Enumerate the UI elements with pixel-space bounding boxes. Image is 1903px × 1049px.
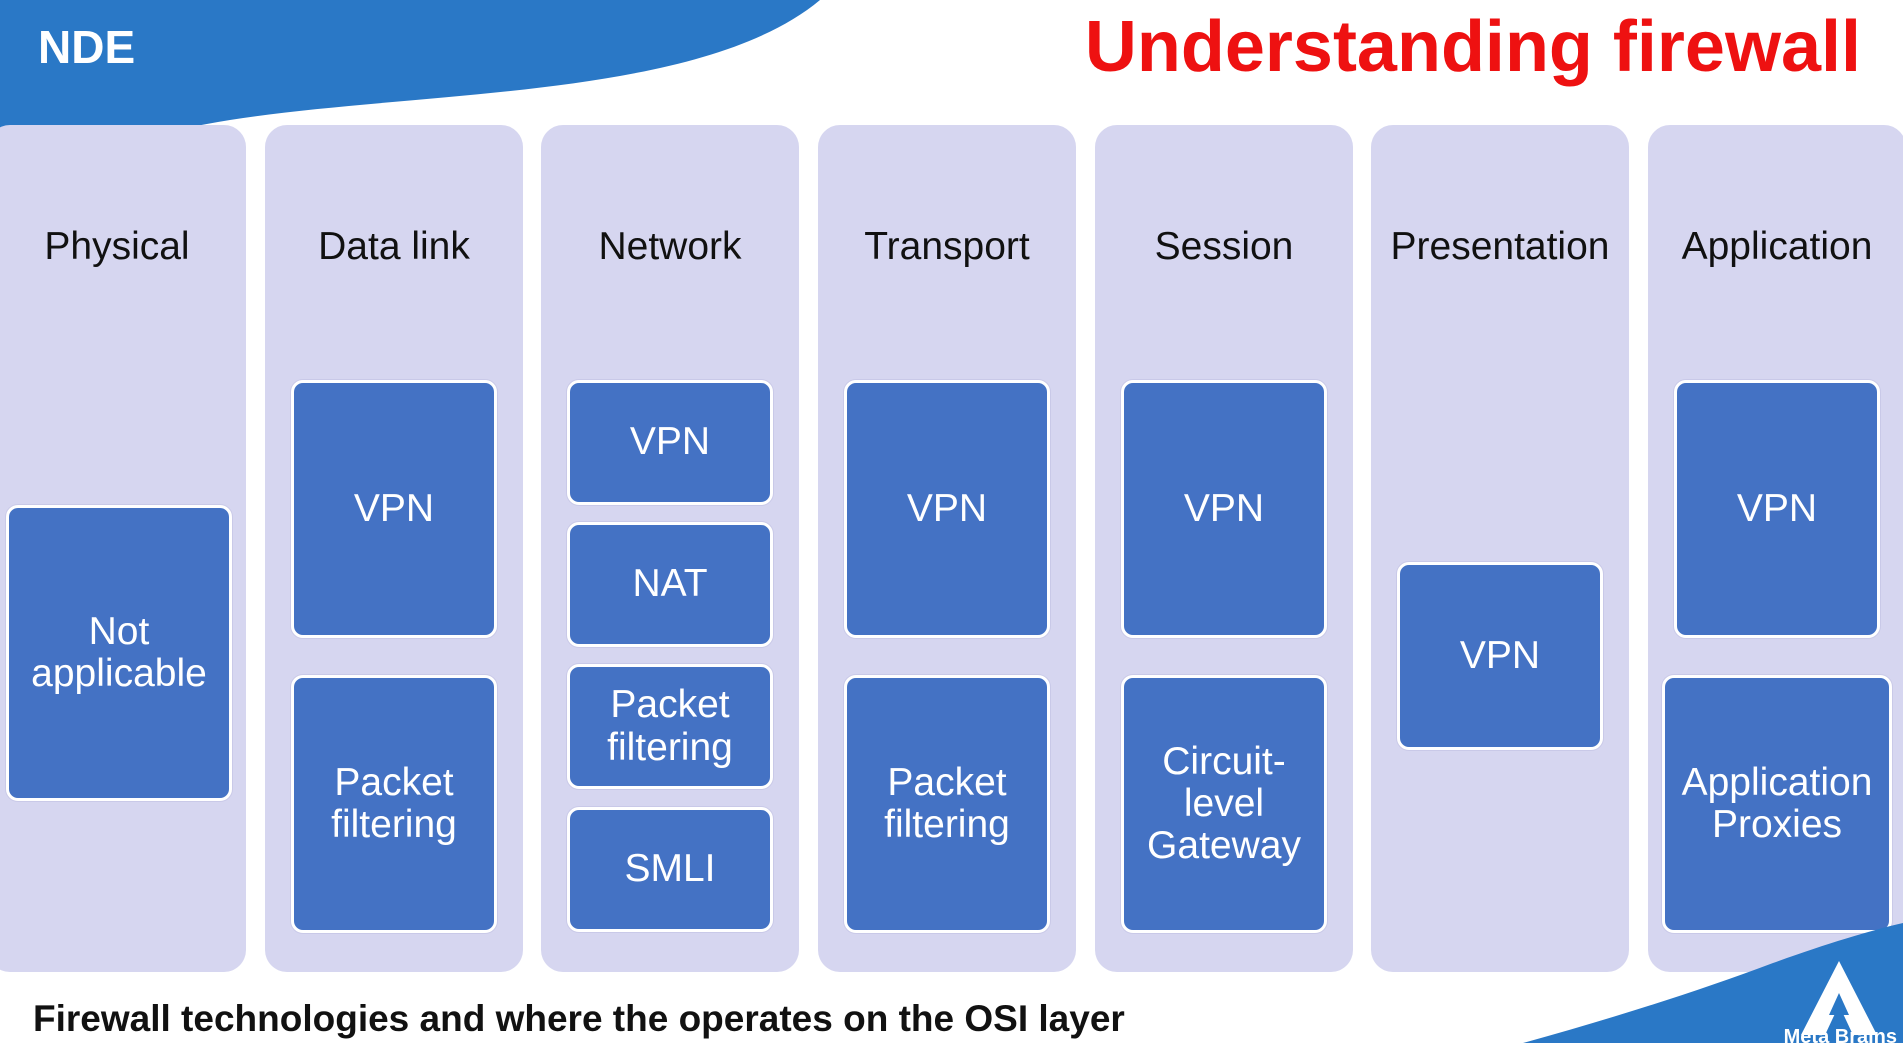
layer-heading: Physical bbox=[44, 225, 190, 268]
layer-heading: Network bbox=[598, 225, 742, 268]
layer-heading: Transport bbox=[864, 225, 1030, 268]
layer-heading: Presentation bbox=[1390, 225, 1610, 268]
technology-label: VPN bbox=[1736, 486, 1818, 530]
technology-box: VPN bbox=[1121, 380, 1327, 638]
technology-label: VPN bbox=[906, 486, 988, 530]
brand-label: NDE bbox=[38, 21, 136, 73]
footer-caption: Firewall technologies and where the oper… bbox=[33, 998, 1125, 1039]
layer-column-session: Session VPN Circuit- level Gateway bbox=[1095, 125, 1353, 972]
layer-heading: Session bbox=[1154, 225, 1294, 268]
technology-label: Packet filtering bbox=[331, 760, 457, 846]
technology-box: VPN bbox=[1674, 380, 1880, 638]
layer-heading: Application bbox=[1681, 225, 1873, 268]
layer-column-data-link: Data link VPN Packet filtering bbox=[265, 125, 523, 972]
header-banner bbox=[0, 0, 820, 195]
logo-text: Meta Brains bbox=[1783, 1026, 1897, 1048]
technology-box: SMLI bbox=[567, 807, 773, 932]
technology-box: VPN bbox=[844, 380, 1050, 638]
technology-label: VPN bbox=[1459, 633, 1541, 677]
technology-label: VPN bbox=[353, 486, 435, 530]
layer-column-presentation: Presentation VPN bbox=[1371, 125, 1629, 972]
technology-box: NAT bbox=[567, 522, 773, 647]
technology-box: Circuit- level Gateway bbox=[1121, 675, 1327, 933]
layer-column-physical: Physical Not applicable bbox=[0, 125, 246, 972]
corner-banner bbox=[1523, 923, 1903, 1043]
technology-label: VPN bbox=[629, 420, 711, 464]
technology-label: Not applicable bbox=[31, 609, 207, 695]
technology-box: VPN bbox=[567, 380, 773, 505]
layer-column-network: Network VPN NAT Packet filtering SMLI bbox=[541, 125, 799, 972]
triangle-logo-icon bbox=[1801, 961, 1877, 1035]
layer-column-application: Application VPN Application Proxies bbox=[1648, 125, 1903, 972]
technology-label: VPN bbox=[1183, 486, 1265, 530]
technology-box: Application Proxies bbox=[1662, 675, 1892, 933]
layer-heading: Data link bbox=[318, 225, 470, 268]
technology-label: NAT bbox=[632, 562, 708, 606]
technology-box: VPN bbox=[1397, 562, 1603, 750]
technology-label: Packet filtering bbox=[884, 760, 1010, 846]
technology-box: Packet filtering bbox=[567, 664, 773, 789]
technology-label: Application Proxies bbox=[1681, 760, 1873, 846]
technology-box: Packet filtering bbox=[291, 675, 497, 933]
technology-box: VPN bbox=[291, 380, 497, 638]
technology-label: Circuit- level Gateway bbox=[1147, 739, 1301, 868]
technology-box: Not applicable bbox=[6, 505, 232, 801]
technology-label: Packet filtering bbox=[607, 683, 733, 769]
page-title: Understanding firewall bbox=[1084, 7, 1861, 87]
technology-box: Packet filtering bbox=[844, 675, 1050, 933]
technology-label: SMLI bbox=[624, 847, 716, 891]
layer-column-transport: Transport VPN Packet filtering bbox=[818, 125, 1076, 972]
